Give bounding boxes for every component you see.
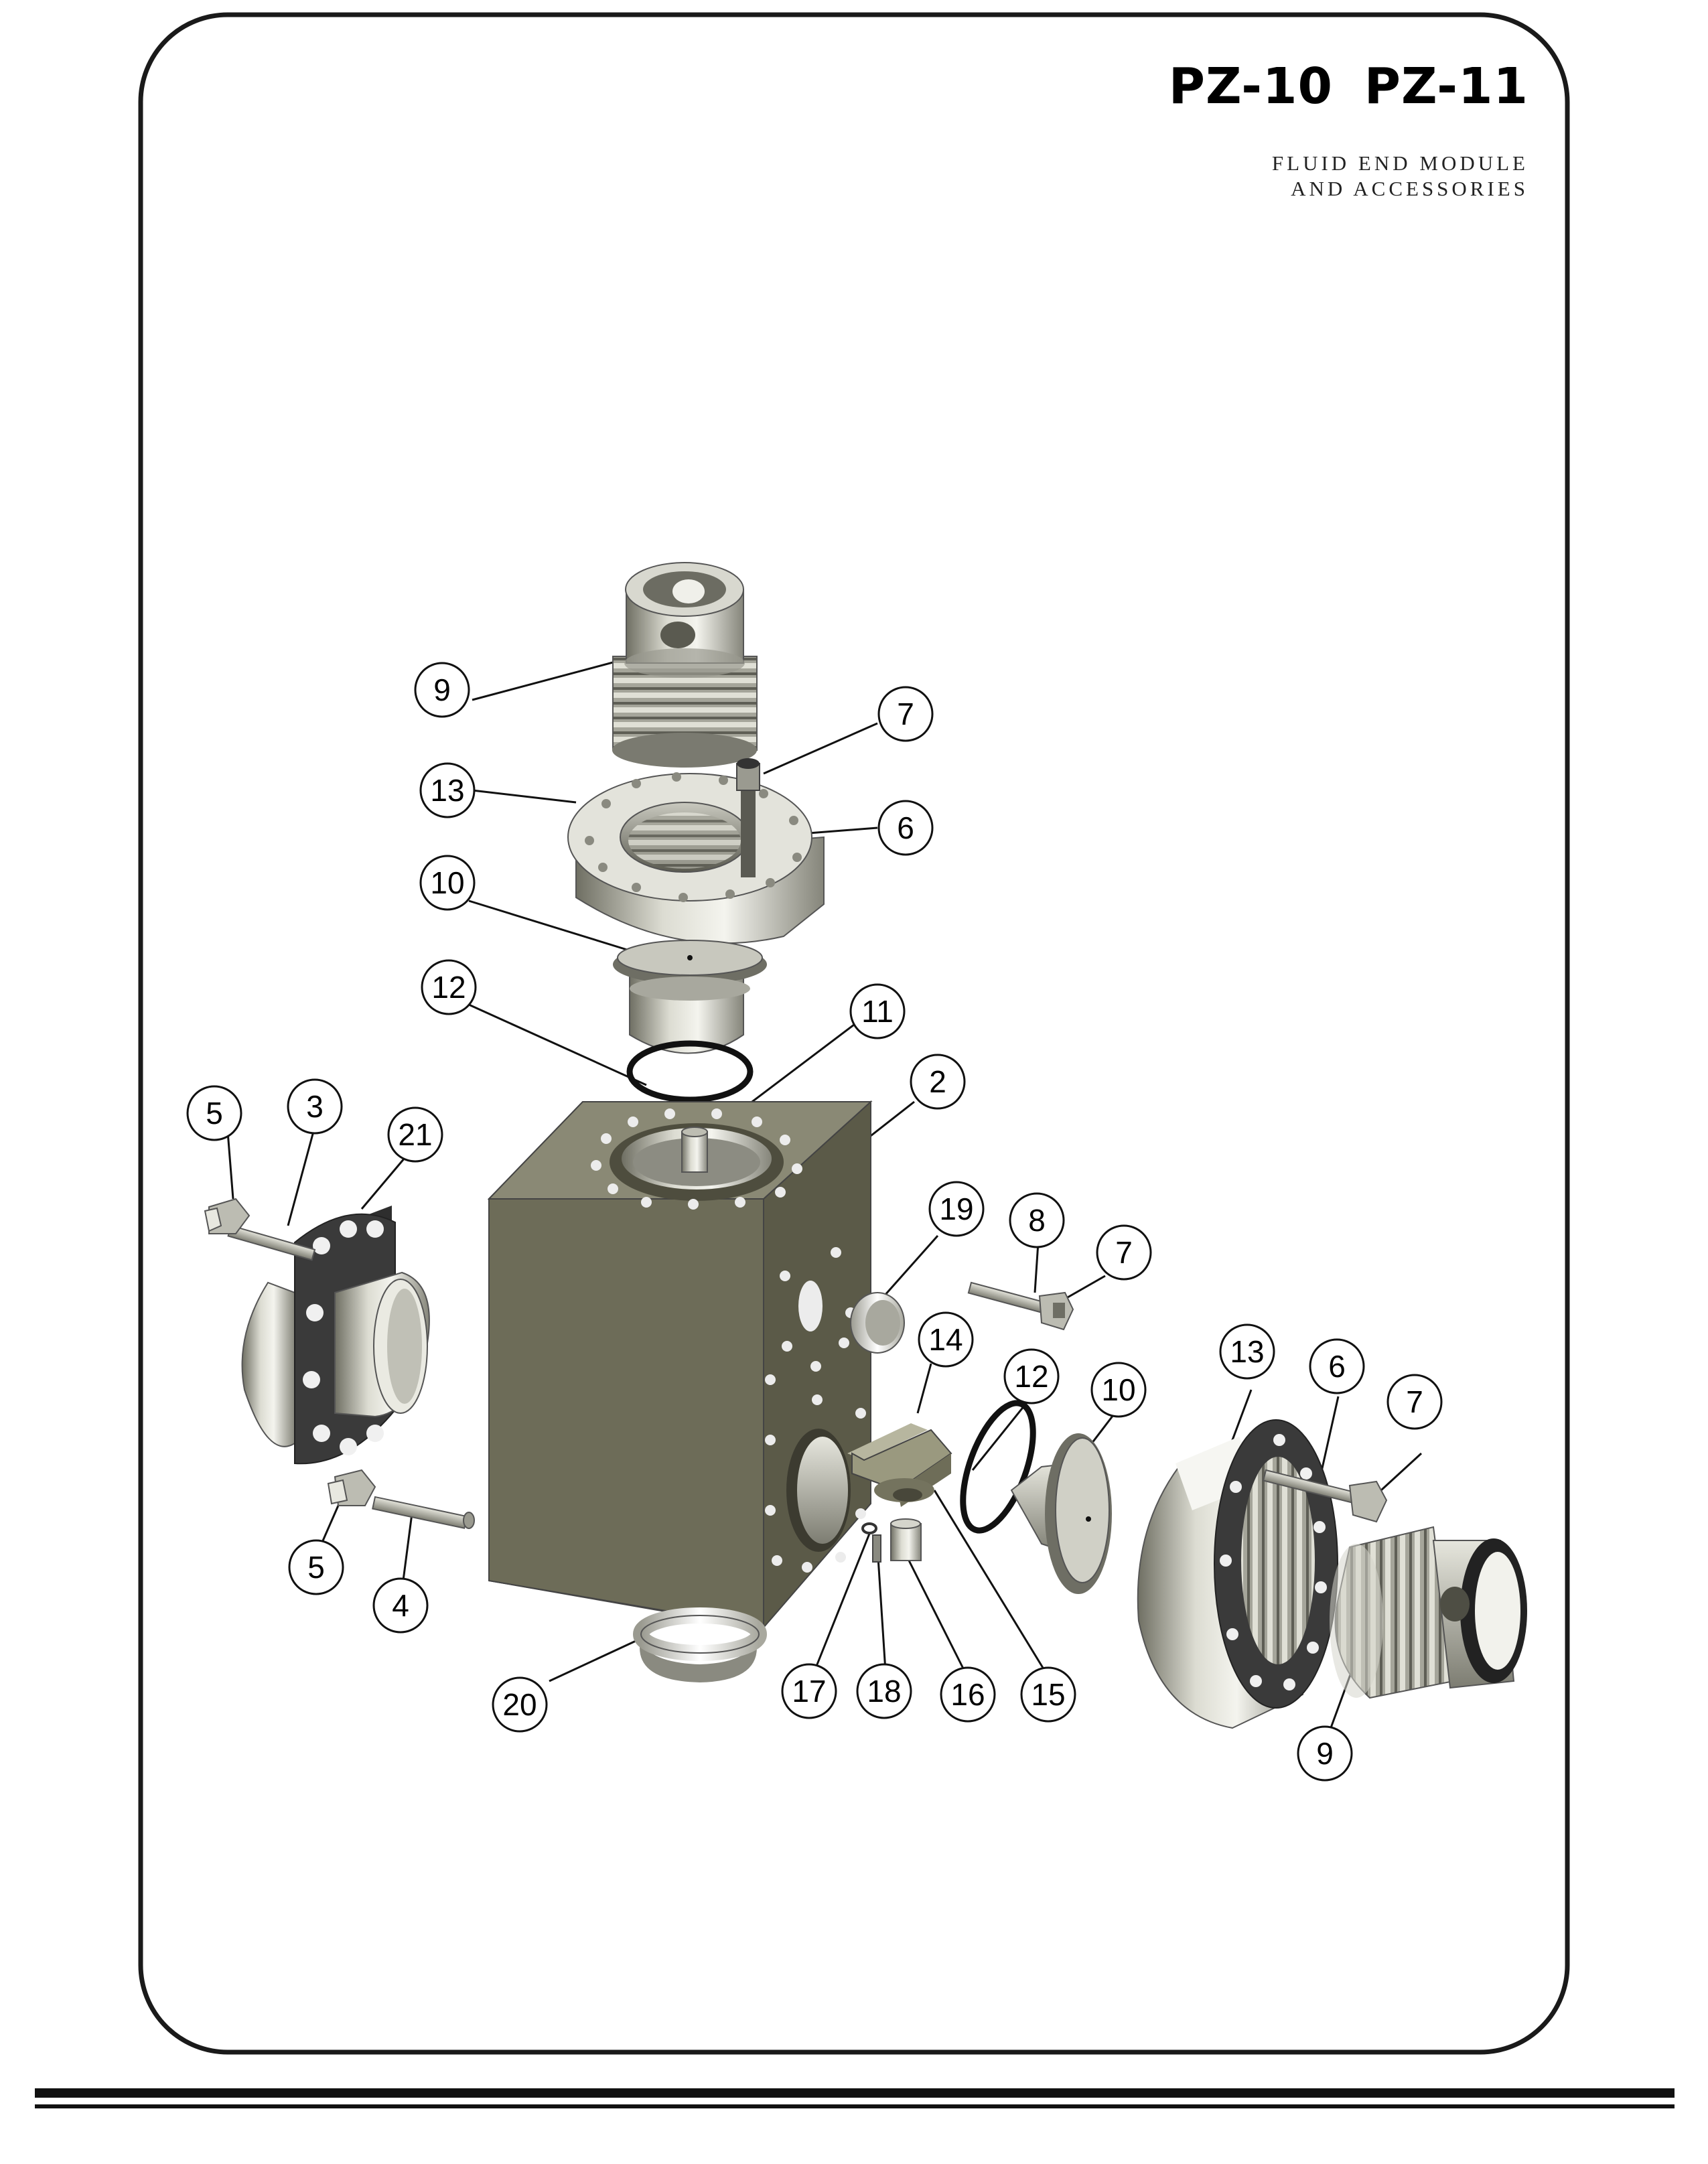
- callout-circle: [288, 1539, 344, 1595]
- callout-circle: [287, 1078, 343, 1135]
- callout-circle: [1309, 1338, 1365, 1394]
- callout-circle: [1096, 1224, 1152, 1281]
- callout-label: 8: [1028, 1203, 1046, 1238]
- callout-label: 5: [206, 1096, 223, 1131]
- part-20-wear-ring: [633, 1607, 767, 1682]
- part-11-guide-pin: [681, 1127, 708, 1173]
- callout-circle: [877, 686, 934, 742]
- callout-label: 7: [1406, 1384, 1423, 1419]
- part-8-7-stud-and-nut-right: [967, 1281, 1074, 1331]
- callout-label: 20: [502, 1687, 537, 1722]
- callout-label: 7: [897, 697, 914, 731]
- callout-label: 6: [897, 810, 914, 845]
- callout-label: 10: [430, 865, 464, 900]
- part-21-3-suction-flange: [241, 1206, 430, 1465]
- model-title-pz10: PZ-10: [1168, 58, 1333, 115]
- part-6-7-stud-and-nut-right: [1262, 1469, 1388, 1523]
- part-13-retainer-nut-right: [1137, 1419, 1338, 1729]
- callout-circle: [186, 1085, 242, 1141]
- callout-label: 18: [867, 1674, 901, 1709]
- page-frame: [138, 12, 1570, 2055]
- callout-label: 6: [1328, 1349, 1346, 1384]
- callout-label: 13: [430, 773, 464, 808]
- callout-label: 14: [928, 1322, 963, 1357]
- callout-label: 4: [392, 1588, 409, 1623]
- callout-circle: [849, 983, 906, 1039]
- callout-label: 16: [950, 1677, 985, 1712]
- callout-circle: [910, 1054, 966, 1110]
- callout-label: 5: [307, 1550, 325, 1585]
- footer-rule-thick: [35, 2088, 1675, 2098]
- callout-circle: [918, 1311, 974, 1368]
- part-9-discharge-cover-top: [612, 562, 758, 768]
- callout-label: 21: [398, 1117, 432, 1152]
- part-9-discharge-cover-right: [1330, 1526, 1527, 1699]
- subtitle-line-2: AND ACCESSORIES: [1291, 177, 1528, 200]
- callout-circle: [421, 959, 477, 1015]
- part-16-17-18-small-pins: [861, 1518, 922, 1563]
- part-19-port-ring: [850, 1292, 905, 1354]
- part-10-valve-cover-top: [613, 940, 767, 1054]
- part-5-4-stud-nut-lower-left: [327, 1469, 475, 1529]
- part-6-7-stud-and-nut-top: [736, 758, 760, 877]
- callout-label: 7: [1115, 1235, 1133, 1270]
- callout-circle: [419, 762, 476, 818]
- footer-rule-thin: [35, 2104, 1675, 2108]
- callout-label: 10: [1101, 1372, 1135, 1407]
- part-10-valve-cover-right: [1010, 1433, 1112, 1594]
- part-2-fluid-end-block: [487, 1100, 873, 1630]
- part-14-15-valve-stop: [847, 1423, 952, 1507]
- callout-circle: [414, 662, 470, 718]
- callout-label: 11: [861, 994, 894, 1029]
- callout-label: 17: [792, 1674, 826, 1709]
- callout-circle: [1003, 1348, 1060, 1404]
- part-12-o-ring-right: [960, 1400, 1036, 1534]
- callout-bubbles: 9 7 13 6 10 12 11 2 5 3 21 19 8 7 14 12 10 13 6 7 5 4 20 17 18 16…: [186, 662, 1443, 1782]
- callout-circle: [1219, 1323, 1275, 1380]
- callout-circle: [372, 1577, 429, 1634]
- callout-circle: [1297, 1725, 1353, 1782]
- callout-label: 13: [1230, 1334, 1264, 1369]
- callout-label: 12: [1014, 1359, 1048, 1394]
- callout-label: 3: [306, 1089, 324, 1124]
- callout-label: 9: [1316, 1736, 1334, 1771]
- callout-circle: [419, 855, 476, 911]
- callout-circle: [877, 800, 934, 856]
- callout-circle: [1009, 1192, 1065, 1248]
- callout-circle: [781, 1663, 837, 1719]
- callout-label: 12: [431, 970, 466, 1005]
- callout-circle: [940, 1666, 996, 1723]
- model-title-pz11: PZ-11: [1364, 58, 1528, 115]
- callout-label: 15: [1031, 1677, 1065, 1712]
- callout-label: 2: [929, 1064, 946, 1099]
- part-12-o-ring-top: [626, 1040, 754, 1103]
- callout-circle: [1020, 1666, 1076, 1723]
- callout-circle: [492, 1676, 548, 1733]
- subtitle-line-1: FLUID END MODULE: [1271, 151, 1528, 175]
- callout-circle: [1090, 1362, 1147, 1418]
- callout-circle: [387, 1106, 443, 1163]
- callout-label: 19: [939, 1192, 973, 1226]
- callout-label: 9: [433, 672, 451, 707]
- part-5-3-stud-nut-upper-left: [204, 1198, 316, 1261]
- callout-circle: [856, 1663, 912, 1719]
- part-13-retainer-nut-top: [567, 772, 825, 944]
- callout-circle: [928, 1181, 985, 1237]
- callout-circle: [1386, 1374, 1443, 1430]
